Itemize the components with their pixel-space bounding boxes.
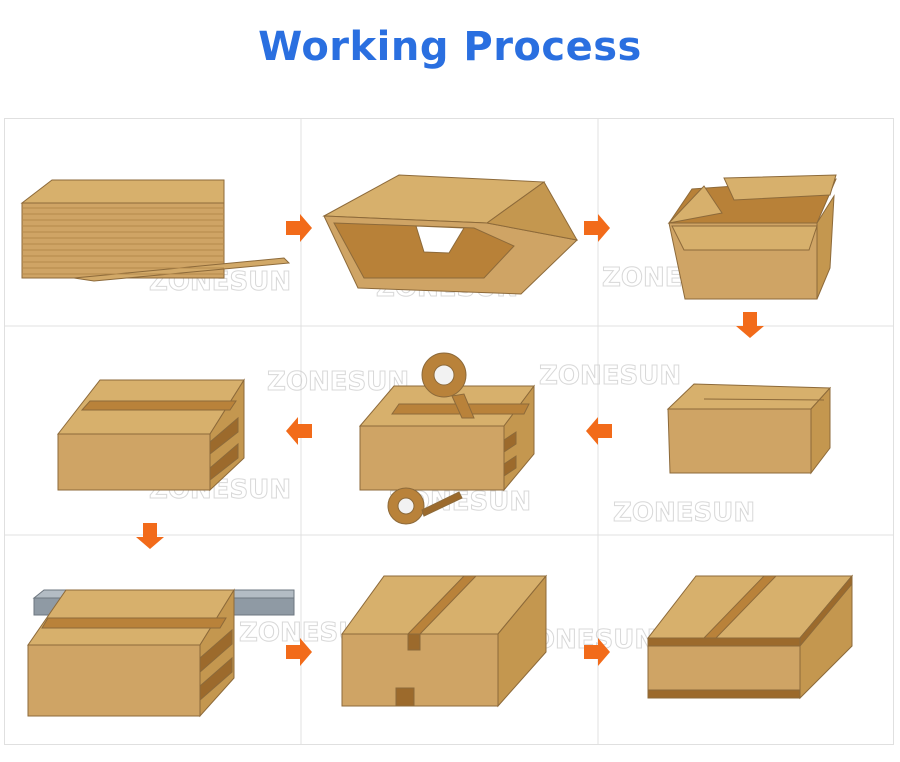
arrow-down-icon [136, 523, 164, 549]
watermark-text: ZONESUN [267, 367, 409, 397]
arrow-right-icon [584, 214, 610, 242]
step-5-tape-sealing [358, 352, 535, 525]
arrow-left-icon [286, 417, 312, 445]
flow-arrows [136, 214, 764, 666]
arrow-left-icon [586, 417, 612, 445]
step-3-open-box [667, 174, 837, 300]
arrow-right-icon [286, 214, 312, 242]
step-1-flat-cardboard-stack [20, 179, 291, 282]
step-2-box-forming [322, 174, 579, 295]
step-7-box-on-rail [27, 588, 295, 718]
process-diagram: ZONESUN ZONESUN ZONESUN ZONESUN ZONESUN … [4, 118, 894, 745]
watermark-text: ZONESUN [539, 361, 681, 391]
step-8-top-taped-box [341, 574, 548, 708]
step-4-closed-flaps-box [666, 383, 832, 475]
watermark-text: ZONESUN [613, 498, 755, 528]
page-title: Working Process [258, 24, 642, 70]
arrow-right-icon [584, 638, 610, 666]
arrow-down-icon [736, 312, 764, 338]
arrow-right-icon [286, 638, 312, 666]
step-6-sealed-box [56, 378, 245, 492]
process-grid: ZONESUN ZONESUN ZONESUN ZONESUN ZONESUN … [4, 118, 894, 745]
step-9-fully-taped-box [646, 574, 854, 700]
